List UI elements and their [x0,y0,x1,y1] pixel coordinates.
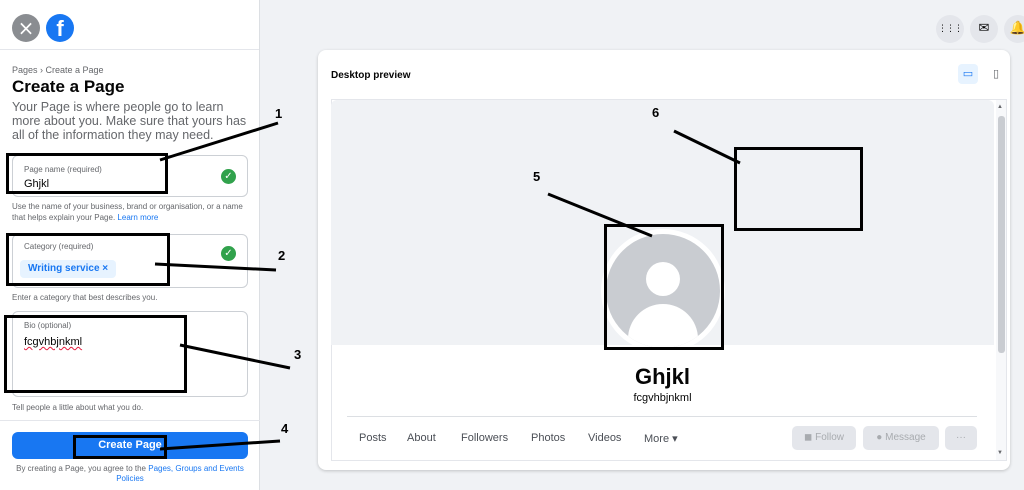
facebook-logo-icon[interactable]: f [46,14,74,42]
tab-posts[interactable]: Posts [359,432,387,444]
tab-more[interactable]: More ▾ [644,433,678,445]
annotation-box-2 [6,233,170,286]
category-valid-icon: ✓ [221,246,236,261]
scroll-down-arrow-icon[interactable]: ▼ [997,450,1003,456]
chip-remove-icon[interactable]: × [102,263,109,274]
tab-about[interactable]: About [407,432,436,444]
desktop-view-icon[interactable]: ▭ [958,64,978,84]
preview-page-name: Ghjkl [634,364,690,389]
bio-helper: Tell people a little about what you do. [12,403,144,412]
notifications-bell-icon[interactable]: 🔔 [1004,15,1024,43]
page-name-input[interactable]: Ghjkl [24,178,50,190]
preview-title: Desktop preview [331,70,411,81]
default-avatar-icon [606,234,720,348]
annotation-number-2: 2 [278,248,286,263]
annotation-number-5: 5 [533,169,541,184]
panel-header: × f [0,0,259,50]
mobile-view-icon[interactable]: ▯ [992,67,1000,80]
category-helper: Enter a category that best describes you… [12,293,158,302]
category-chip-label: Writing service [28,263,100,274]
message-button[interactable]: ● Message [863,426,939,450]
annotation-box-1 [6,153,168,194]
panel-footer [0,420,260,490]
category-label: Category (required) [24,242,94,251]
scrollbar-thumb[interactable] [998,116,1005,353]
annotation-box-5 [604,224,724,350]
annotation-number-4: 4 [281,421,289,436]
bio-textarea[interactable]: fcgvhbjnkml [24,336,83,348]
learn-more-link[interactable]: Learn more [117,213,159,222]
preview-divider [347,416,977,417]
menu-grid-icon[interactable]: ⋮⋮⋮ [936,15,964,43]
annotation-box-6 [734,147,863,231]
more-options-button[interactable]: ··· [945,426,977,450]
page-name-helper: Use the name of your business, brand or … [12,202,243,222]
policies-link[interactable]: Pages, Groups and Events Policies [116,464,244,483]
page-title: Create a Page [12,77,125,96]
annotation-number-3: 3 [294,347,302,362]
tab-photos[interactable]: Photos [531,432,566,444]
annotation-box-3 [4,315,187,393]
scroll-up-arrow-icon[interactable]: ▲ [997,104,1003,110]
page-name-valid-icon: ✓ [221,169,236,184]
terms-text: By creating a Page, you agree to the Pag… [16,464,244,483]
tab-followers[interactable]: Followers [461,432,509,444]
breadcrumb[interactable]: Pages › Create a Page [12,65,104,75]
category-chip[interactable]: Writing service × [20,260,117,278]
avatar-head [646,262,680,296]
annotation-box-4 [73,435,167,459]
annotation-number-1: 1 [275,106,283,121]
bio-label: Bio (optional) [24,321,72,330]
messenger-icon[interactable]: ✉ [970,15,998,43]
tab-videos[interactable]: Videos [588,432,622,444]
follow-button[interactable]: ◼ Follow [792,426,856,450]
annotation-number-6: 6 [652,105,660,120]
page-description: Your Page is where people go to learn mo… [12,100,247,142]
page-name-label: Page name (required) [24,165,102,174]
close-icon[interactable]: × [12,14,40,42]
preview-page-bio: fcgvhbjnkml [633,392,692,404]
